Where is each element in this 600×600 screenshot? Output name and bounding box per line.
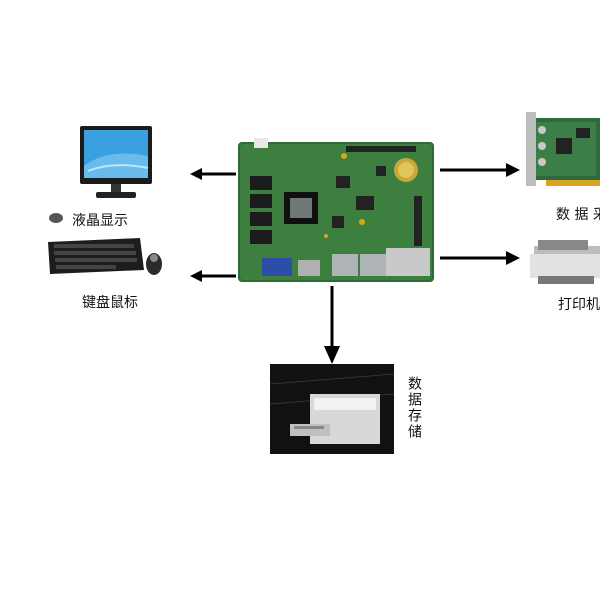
keyboard-image: [44, 234, 166, 284]
storage-image: [270, 364, 394, 454]
monitor-image: [78, 126, 156, 206]
arrow-to-display: [190, 166, 236, 182]
arrow-to-data-acquisition: [440, 162, 520, 178]
storage-label: 数据存储: [406, 376, 422, 440]
printer-label: 打印机: [558, 297, 600, 313]
display-label: 液晶显示: [72, 213, 128, 229]
arrow-to-keyboard: [190, 268, 236, 284]
keyboard-mouse-label: 键盘鼠标: [82, 295, 138, 311]
printer-image: [530, 236, 600, 286]
arrow-to-printer: [440, 250, 520, 266]
mouse-small-icon: [48, 212, 64, 224]
data-acquisition-label: 数 据 采: [556, 207, 600, 223]
data-acquisition-card-image: [526, 112, 600, 194]
embedded-board-image: [236, 136, 436, 286]
arrow-to-storage: [323, 286, 341, 364]
